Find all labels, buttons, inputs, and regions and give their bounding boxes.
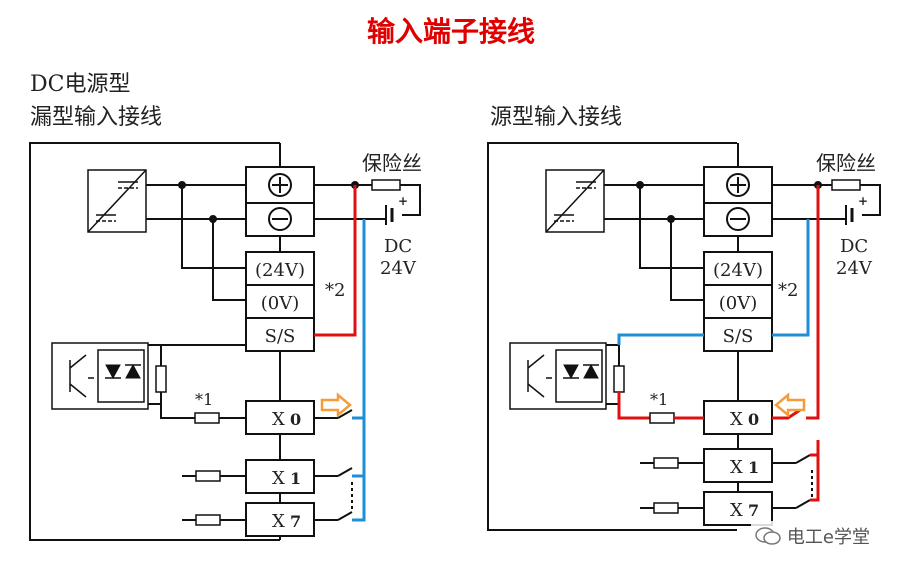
- right-optocoupler: [509, 342, 607, 410]
- right-x1-num: 1: [748, 458, 759, 477]
- left-24v-label: 24V: [380, 258, 417, 279]
- right-red-wire-input: [617, 392, 650, 420]
- right-power-supply: [545, 169, 605, 233]
- left-terminal-ss-label: S/S: [265, 326, 296, 347]
- left-x0-letter: X: [272, 409, 285, 430]
- svg-text:+: +: [858, 194, 868, 208]
- left-fuse-label: 保险丝: [362, 151, 422, 175]
- right-dc-label: DC: [840, 236, 868, 257]
- left-dc-label: DC: [384, 236, 412, 257]
- right-x0-letter: X: [730, 409, 743, 430]
- right-plc-frame: [487, 142, 737, 531]
- left-caption-line2: 漏型输入接线: [30, 105, 163, 130]
- left-x7-letter: X: [272, 511, 285, 532]
- left-red-wire: [314, 185, 357, 337]
- watermark: 电工e学堂: [750, 521, 874, 551]
- left-blue-wire: [352, 219, 366, 522]
- left-fuse: [371, 179, 401, 191]
- left-optocoupler: [51, 342, 149, 410]
- right-x7-num: 7: [748, 501, 759, 520]
- left-note-star2: *2: [325, 280, 345, 301]
- right-red-wire: [772, 408, 801, 420]
- left-terminal-24v-label: (24V): [255, 260, 305, 281]
- left-note-star1: *1: [195, 390, 213, 409]
- left-arrow: [320, 392, 352, 418]
- right-x7-letter: X: [730, 500, 743, 521]
- right-arrow: [774, 392, 806, 418]
- right-x0-num: 0: [748, 410, 759, 429]
- right-blue-wire-2: [772, 219, 810, 337]
- right-x1-letter: X: [730, 457, 743, 478]
- right-note-star1: *1: [650, 390, 668, 409]
- left-x7-num: 7: [290, 512, 301, 531]
- right-note-star2: *2: [778, 280, 798, 301]
- right-terminal-0v-label: (0V): [719, 293, 758, 314]
- left-diagram: [29, 142, 421, 541]
- right-24v-label: 24V: [836, 258, 873, 279]
- left-x0-num: 0: [290, 410, 301, 429]
- left-power-supply: [87, 169, 147, 233]
- right-fuse-label: 保险丝: [816, 151, 876, 175]
- left-plc-frame: [29, 142, 280, 541]
- right-diagram: [487, 142, 881, 531]
- right-terminal-ss-label: S/S: [723, 326, 754, 347]
- page-title: 输入端子接线: [366, 15, 535, 48]
- svg-text:+: +: [398, 194, 408, 208]
- right-fuse: [831, 179, 861, 191]
- left-x1-letter: X: [272, 468, 285, 489]
- right-blue-wire: [617, 333, 704, 345]
- right-terminal-24v-label: (24V): [713, 260, 763, 281]
- watermark-text: 电工e学堂: [786, 527, 870, 548]
- right-caption: 源型输入接线: [490, 105, 623, 130]
- wechat-icon: [755, 527, 781, 545]
- left-caption-line1: DC电源型: [30, 72, 131, 97]
- left-terminal-0v-label: (0V): [261, 293, 300, 314]
- left-x1-num: 1: [290, 469, 301, 488]
